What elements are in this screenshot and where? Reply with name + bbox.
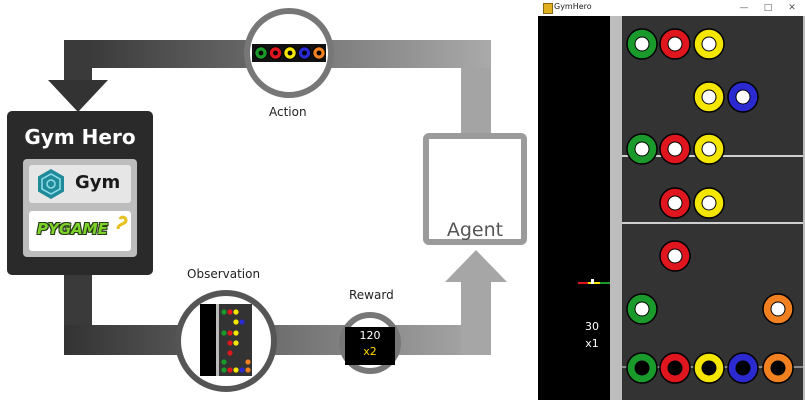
gym-label: Gym	[75, 172, 121, 193]
thumbnail-note	[221, 330, 227, 336]
note-center	[701, 141, 717, 157]
observation-arrow-bottom	[64, 325, 491, 355]
action-notes	[254, 45, 326, 61]
note-center	[667, 195, 683, 211]
reward-score: 120	[359, 329, 381, 342]
fretboard-rail	[610, 16, 622, 400]
thumbnail-note	[239, 367, 245, 373]
note-center	[667, 36, 683, 52]
hud-panel	[538, 16, 610, 400]
thumbnail-note	[221, 367, 227, 373]
note-center	[701, 36, 717, 52]
reward-arrowhead	[445, 250, 507, 282]
maximize-icon[interactable]: □	[763, 3, 773, 13]
gym-logo-icon	[38, 169, 64, 199]
thumbnail-note	[233, 319, 239, 325]
reward-screen: 120 x2	[345, 327, 395, 365]
library-panel: Gym PYGAME	[23, 159, 137, 257]
gymhero-window: GymHero — □ ✕ 30 x1	[538, 0, 805, 400]
reward-arrow-right-vertical	[461, 270, 491, 355]
note-center	[735, 89, 751, 105]
rock-meter	[578, 279, 610, 284]
thumbnail-note	[239, 319, 245, 325]
note-center	[701, 89, 717, 105]
gym-hero-title: Gym Hero	[24, 125, 136, 149]
game-score: 30	[585, 320, 599, 333]
thumbnail-note	[227, 330, 233, 336]
note-center	[634, 360, 650, 376]
action-note-center	[273, 50, 278, 56]
fret-line	[622, 222, 805, 224]
note-center	[634, 141, 650, 157]
action-arrow-left-vertical	[64, 40, 92, 85]
note-center	[735, 360, 751, 376]
note-center	[667, 360, 683, 376]
gym-logo-box: Gym	[29, 165, 131, 203]
thumbnail-note	[227, 340, 233, 346]
observation-caption: Observation	[187, 267, 261, 281]
window-title: GymHero	[554, 2, 592, 11]
action-note-center	[287, 50, 293, 56]
thumbnail-note	[227, 367, 233, 373]
note-center	[634, 301, 650, 317]
agent-box: Agent	[423, 133, 527, 245]
action-caption: Action	[269, 105, 307, 119]
thumbnail-note	[233, 340, 239, 346]
window-titlebar[interactable]: GymHero — □ ✕	[538, 0, 805, 16]
note-center	[667, 248, 683, 264]
app-icon	[543, 3, 553, 14]
thumbnail-note	[221, 309, 227, 315]
window-border	[803, 16, 805, 400]
note-layer	[626, 28, 794, 384]
note-center	[770, 301, 786, 317]
action-note-center	[316, 50, 322, 56]
action-arrowhead	[48, 80, 108, 112]
thumbnail-note	[227, 309, 233, 315]
agent-label: Agent	[446, 219, 504, 241]
note-center	[770, 360, 786, 376]
pygame-logo: PYGAME	[37, 220, 108, 238]
pygame-logo-box: PYGAME	[29, 211, 131, 251]
thumbnail-note	[233, 330, 239, 336]
thumbnail-note	[233, 309, 239, 315]
note-center	[667, 141, 683, 157]
thumbnail-note	[221, 359, 227, 365]
action-note-center	[258, 50, 264, 56]
note-center	[634, 36, 650, 52]
note-center	[701, 360, 717, 376]
minimize-icon[interactable]: —	[739, 3, 749, 13]
action-note-center	[302, 50, 307, 56]
thumbnail-note	[245, 359, 251, 365]
note-center	[701, 195, 717, 211]
gym-hero-box: Gym Hero Gym PYGAME	[7, 111, 153, 275]
close-icon[interactable]: ✕	[788, 3, 796, 13]
game-multiplier: x1	[585, 337, 599, 350]
reward-caption: Reward	[349, 288, 394, 302]
snake-icon	[116, 215, 128, 230]
thumbnail-note	[227, 350, 233, 356]
reward-multiplier: x2	[363, 345, 377, 358]
thumbnail-note	[245, 367, 251, 373]
thumbnail-note	[233, 367, 239, 373]
